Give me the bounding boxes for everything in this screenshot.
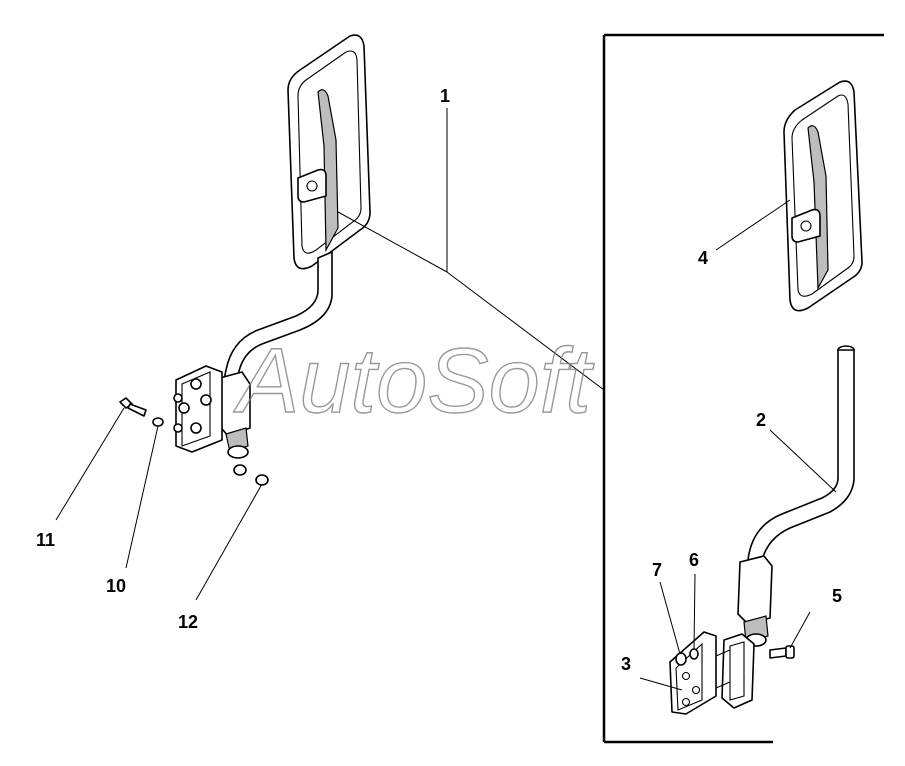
watermark-text: AutoSoft <box>233 330 594 432</box>
detail-bolt-5 <box>769 645 795 659</box>
main-mirror-assembly <box>119 34 371 486</box>
detail-nut-7 <box>675 652 687 666</box>
callout-2: 2 <box>756 410 766 430</box>
callout-5: 5 <box>832 586 842 606</box>
bracket-plate <box>173 365 223 453</box>
detail-washer-6 <box>689 648 699 660</box>
detail-clamp-block <box>721 633 755 709</box>
leader-lines <box>55 108 837 691</box>
washer-10 <box>152 417 164 427</box>
nut-12 <box>233 464 269 486</box>
callout-10: 10 <box>106 576 126 596</box>
detail-mirror-head <box>783 80 863 312</box>
detail-mirror-arm <box>747 345 855 561</box>
callout-11: 11 <box>36 530 55 550</box>
detail-hinge-body <box>737 555 773 647</box>
callout-3: 3 <box>621 654 631 674</box>
callout-4: 4 <box>698 248 708 268</box>
hinge-body <box>217 371 251 459</box>
bolt-11 <box>119 397 147 417</box>
callout-7: 7 <box>652 560 662 580</box>
callout-6: 6 <box>689 550 699 570</box>
callout-12: 12 <box>178 612 198 632</box>
callouts: 1 2 3 4 5 6 7 10 11 12 <box>36 86 842 674</box>
mirror-head <box>287 34 371 270</box>
detail-frame <box>602 33 884 744</box>
detail-bracket-plate <box>669 631 731 715</box>
callout-1: 1 <box>440 86 450 106</box>
